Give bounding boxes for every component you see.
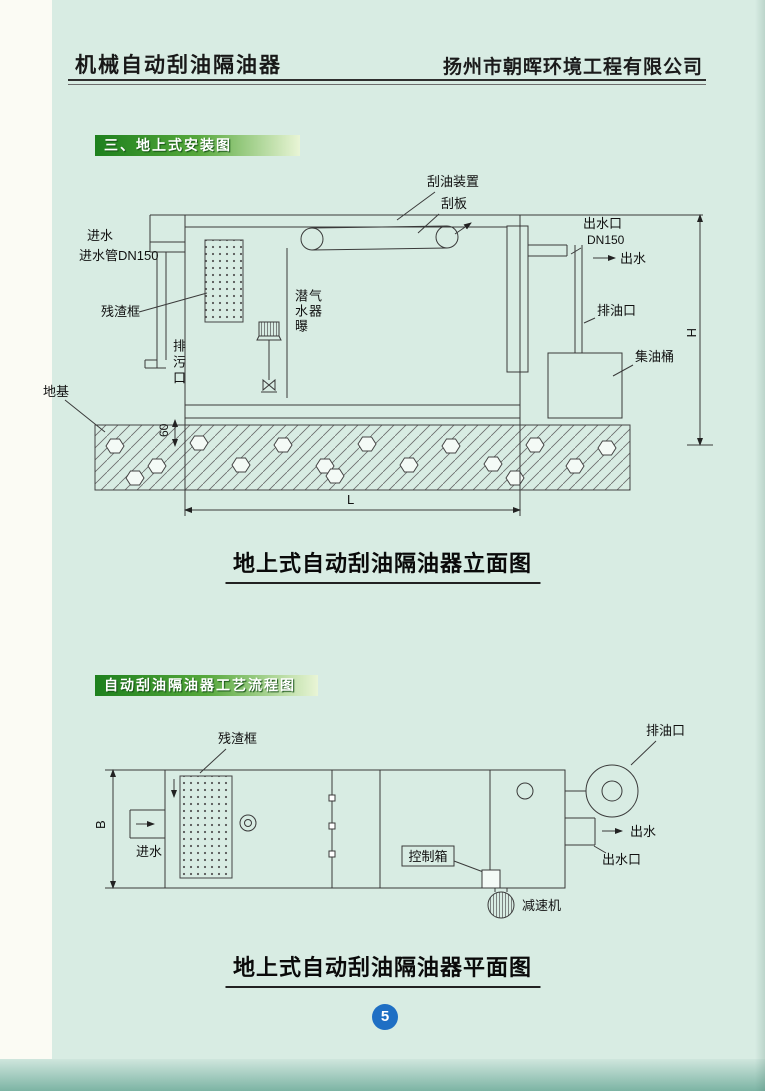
header-rule-thin — [68, 84, 706, 85]
plan-label-outlet: 出水 — [630, 824, 656, 839]
foundation-hatch — [94, 424, 631, 491]
plan-caption: 地上式自动刮油隔油器平面图 — [224, 950, 541, 988]
section1-banner: 三、地上式安装图 — [95, 135, 300, 156]
leader-lines — [64, 191, 634, 433]
dimension-lines — [172, 214, 713, 516]
scraper-assembly — [300, 222, 472, 251]
header-rule-thick — [68, 79, 706, 81]
label-residue-frame: 残渣框 — [101, 304, 140, 319]
plan-leader-lines — [199, 740, 657, 774]
plan-label-oil-port: 排油口 — [646, 723, 685, 738]
scan-right-shade — [755, 0, 765, 1091]
company-name: 扬州市朝晖环境工程有限公司 — [442, 57, 703, 78]
label-outlet: 出水 — [620, 251, 646, 266]
control-reducer — [401, 845, 515, 919]
plan-label-inlet: 进水 — [136, 844, 162, 859]
plan-circles — [239, 764, 639, 832]
elevation-drawing: 刮油装置 刮板 进水 进水管DN150 残渣框 地基 出水口 DN150 出水 … — [43, 174, 713, 516]
label-dim-l: L — [347, 492, 354, 507]
label-outlet-port: 出水口 — [583, 216, 622, 231]
label-inlet: 进水 — [87, 228, 113, 243]
plan-inlet-stub — [129, 809, 165, 839]
scan-bottom-edge — [0, 1059, 765, 1091]
plan-label-control-box: 控制箱 — [408, 849, 447, 864]
label-drain: 排污口 — [171, 339, 186, 387]
plan-dimension-b — [105, 769, 165, 889]
plan-outlet-stub — [565, 817, 623, 854]
tank-outline — [149, 214, 703, 419]
label-aerator: 潜水曝气器 — [293, 289, 322, 334]
inlet-drain-pipes — [144, 241, 185, 369]
label-oil-barrel: 集油桶 — [635, 349, 674, 364]
section2-banner: 自动刮油隔油器工艺流程图 — [95, 675, 318, 696]
label-dim-h: H — [684, 328, 699, 337]
page-title: 机械自动刮油隔油器 — [75, 53, 282, 77]
plan-residue-frame-box — [179, 775, 233, 879]
page-number-badge: 5 — [372, 1004, 398, 1030]
outlet-assembly — [506, 225, 616, 373]
label-oil-port: 排油口 — [597, 303, 636, 318]
plan-label-reducer: 减速机 — [522, 898, 561, 913]
label-scraper-device: 刮油装置 — [427, 174, 479, 189]
label-inlet-pipe: 进水管DN150 — [79, 248, 158, 263]
residue-frame-box — [204, 239, 244, 323]
label-outlet-dn: DN150 — [587, 233, 625, 247]
label-scraper: 刮板 — [441, 196, 467, 211]
aerator-assembly — [256, 248, 288, 398]
plan-label-dim-b: B — [93, 820, 108, 829]
plan-label-residue-frame: 残渣框 — [218, 731, 257, 746]
label-dim-60: 60 — [157, 423, 171, 437]
label-foundation: 地基 — [43, 384, 69, 399]
plan-drawing: 残渣框 排油口 出水 出水口 控制箱 减速机 进水 B — [93, 723, 685, 919]
scan-left-margin — [0, 0, 52, 1091]
oil-barrel-box — [547, 352, 623, 419]
plan-label-outlet-port: 出水口 — [602, 852, 641, 867]
elevation-caption: 地上式自动刮油隔油器立面图 — [224, 546, 541, 584]
partition-gates — [328, 794, 336, 858]
